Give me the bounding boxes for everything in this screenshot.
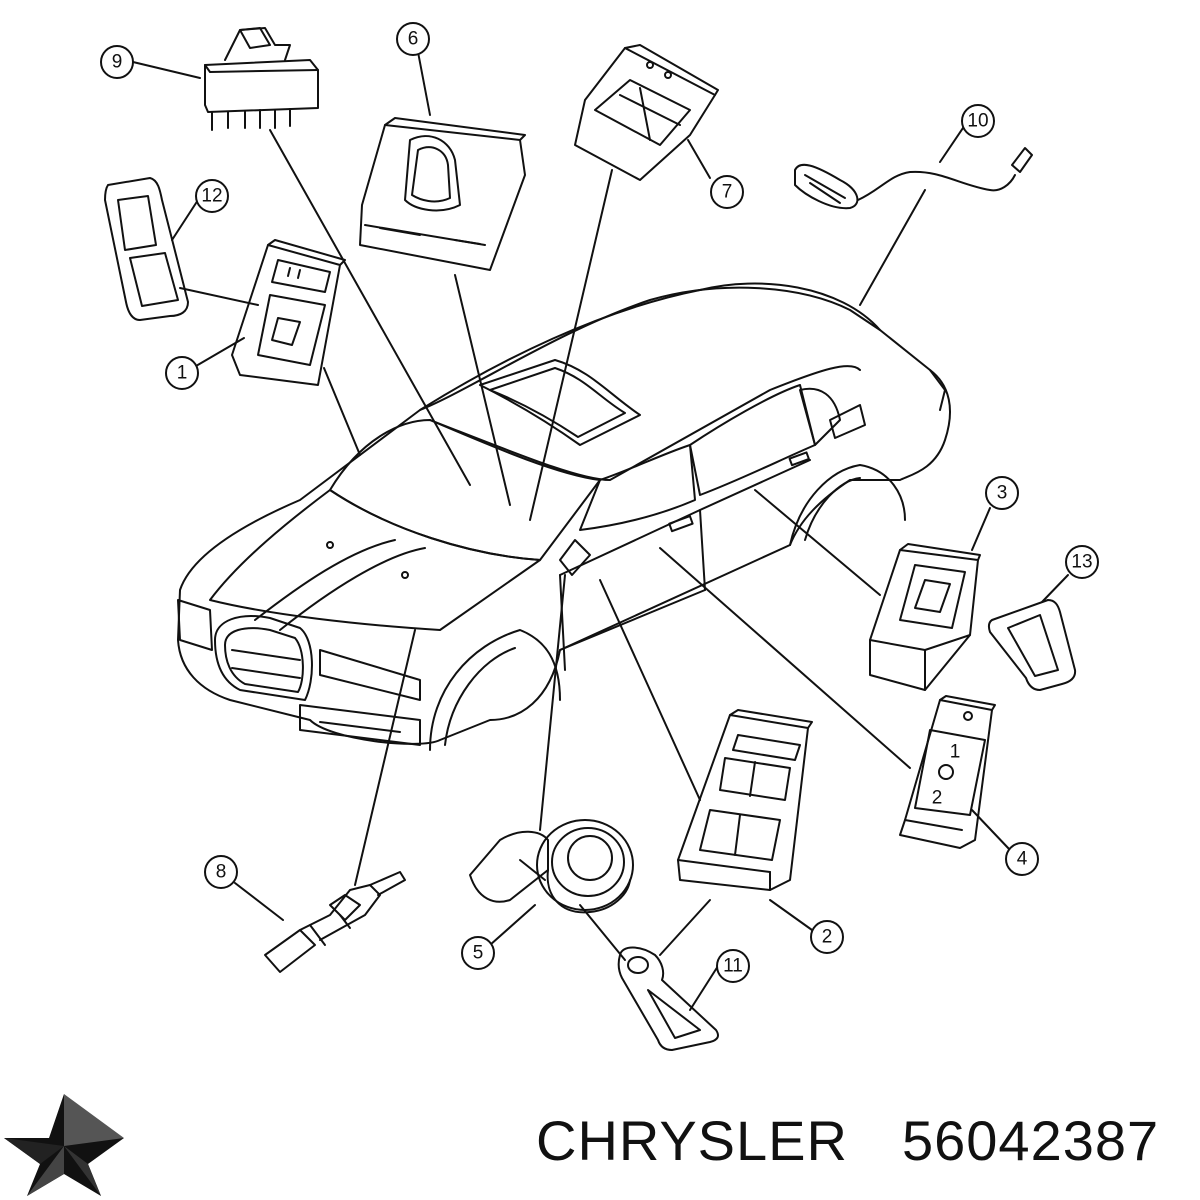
part-13-bezel[interactable] [987,599,1077,691]
car-body [177,282,951,751]
part-12-bezel[interactable] [104,177,189,321]
svg-text:13: 13 [1071,552,1092,573]
svg-text:7: 7 [722,182,733,203]
part-2-master-switch[interactable] [677,709,813,891]
svg-text:1: 1 [177,363,188,384]
part-10-lamp[interactable] [794,147,1033,210]
callouts: 9 6 10 12 7 1 3 13 4 8 2 5 11 [100,22,1099,983]
callout-4[interactable]: 4 [1005,842,1039,876]
svg-text:10: 10 [967,111,988,132]
callout-10[interactable]: 10 [961,104,995,138]
callout-5[interactable]: 5 [461,936,495,970]
svg-text:12: 12 [201,186,222,207]
svg-text:6: 6 [408,29,419,50]
part-4-mirror-switch[interactable] [899,695,996,849]
callout-3[interactable]: 3 [985,476,1019,510]
leader-lines [132,51,1069,1011]
part-9-switch[interactable] [204,27,319,131]
callout-1[interactable]: 1 [165,356,199,390]
part-3-window-switch[interactable] [869,543,981,691]
part-1-window-switch[interactable] [231,239,346,386]
svg-text:5: 5 [473,943,484,964]
part-8-sensor[interactable] [264,871,406,973]
part-7-switch-panel[interactable] [574,44,719,181]
part-6-control-module[interactable] [359,117,526,271]
callout-11[interactable]: 11 [716,949,750,983]
footer-brand: CHRYSLER [536,1109,848,1172]
footer-part-number: 56042387 [902,1109,1160,1172]
svg-text:9: 9 [112,52,123,73]
svg-text:3: 3 [997,483,1008,504]
callout-7[interactable]: 7 [710,175,744,209]
mirror-pos-2-label: 2 [932,788,943,809]
callout-2[interactable]: 2 [810,920,844,954]
callout-12[interactable]: 12 [195,179,229,213]
part-11-bezel[interactable] [617,946,719,1051]
callout-13[interactable]: 13 [1065,545,1099,579]
svg-text:2: 2 [822,927,833,948]
callout-9[interactable]: 9 [100,45,134,79]
callout-6[interactable]: 6 [396,22,430,56]
chrysler-pentastar-icon [4,1094,124,1196]
svg-text:11: 11 [723,956,743,977]
svg-text:4: 4 [1017,849,1028,870]
svg-text:8: 8 [216,862,227,883]
mirror-pos-1-label: 1 [950,742,961,763]
callout-8[interactable]: 8 [204,855,238,889]
part-5-headlamp-switch[interactable] [469,819,634,914]
